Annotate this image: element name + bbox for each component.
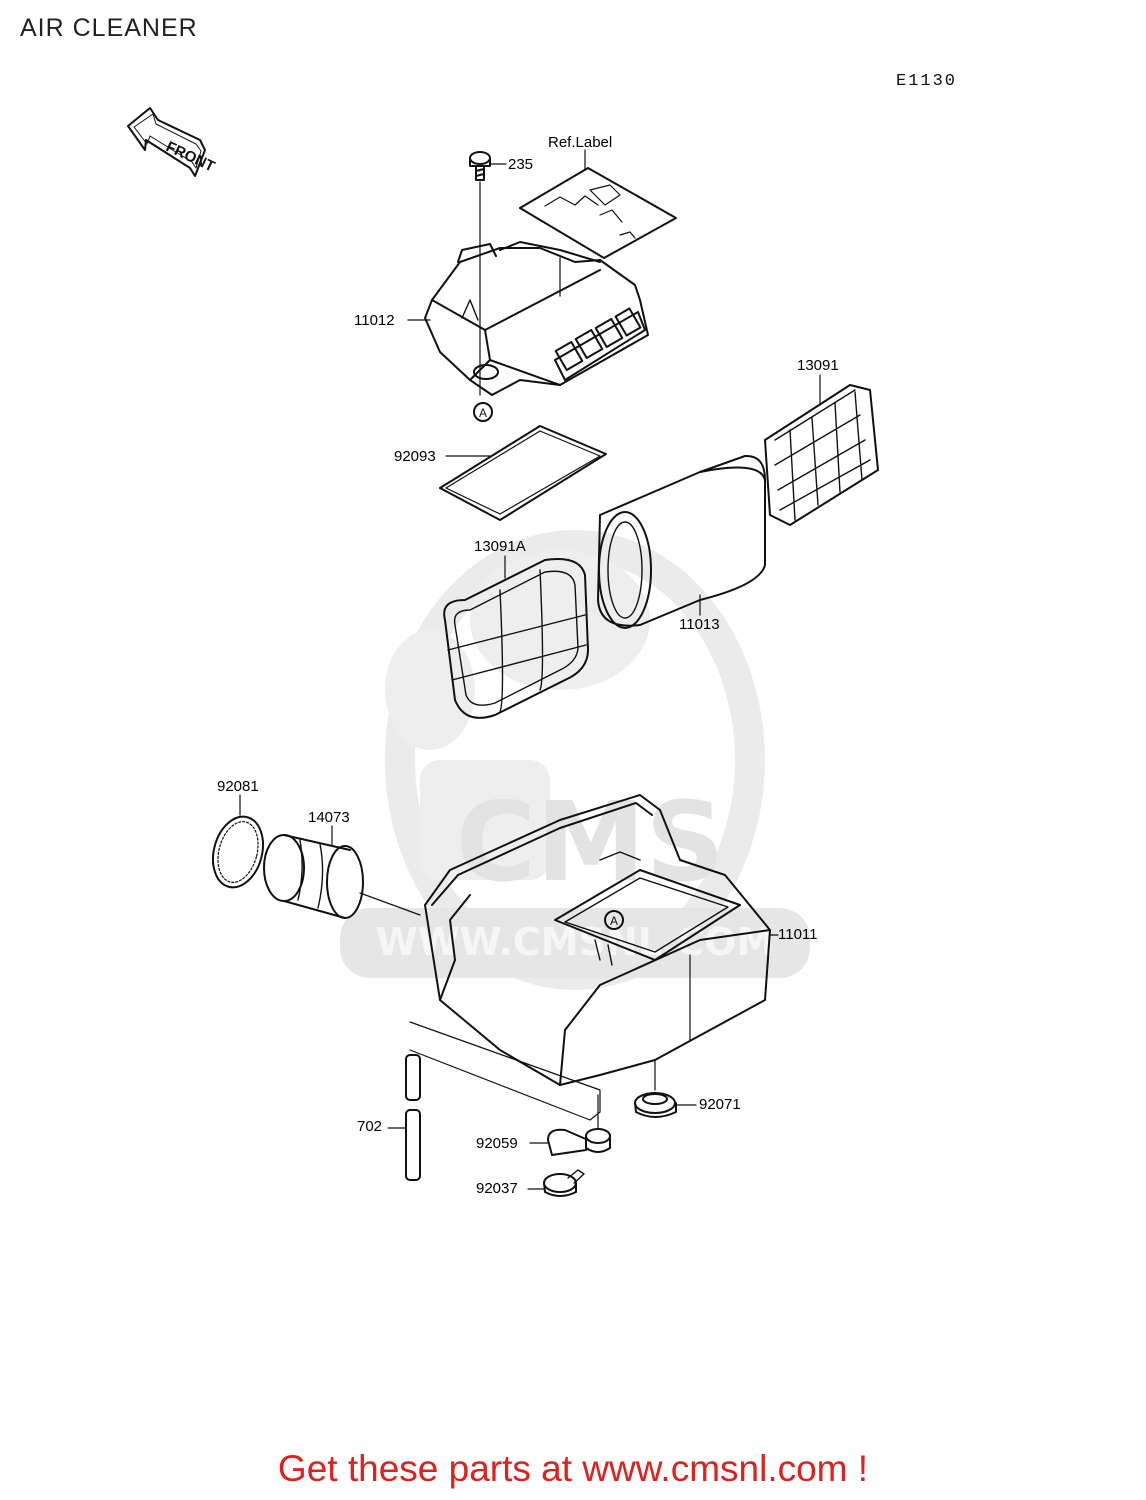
callout-235: 235 [508,156,534,173]
watermark-logo-text: CMS [455,778,724,906]
callout-92037: 92037 [476,1180,518,1197]
watermark-url-text: WWW.CMSNL.COM [376,920,775,964]
callout-13091A: 13091A [474,538,526,555]
part-11013-filter [597,454,766,629]
part-14073-duct [263,825,421,919]
diagram-code: E1130 [896,72,958,91]
front-arrow: FRONT [127,107,217,177]
watermark: CMS WWW.CMSNL.COM [340,530,810,990]
callout-13091: 13091 [797,357,839,374]
part-92071-grommet [634,1059,697,1118]
part-702-tube [387,1054,421,1181]
ref-a-letter-top: A [479,406,487,420]
part-92081-band [212,794,264,889]
callout-92081: 92081 [217,778,259,795]
callout-11013: 11013 [679,616,720,633]
ref-a-marker-top [473,402,493,422]
ref-a-letter-bottom: A [610,914,618,928]
page-title: AIR CLEANER [20,14,198,42]
part-702-leader-box [409,1021,601,1121]
part-11012-cover [407,241,649,396]
part-235-bolt [469,151,507,396]
callout-92059: 92059 [476,1135,518,1152]
callout-92071: 92071 [699,1096,741,1113]
part-92093-gasket [439,425,607,521]
part-13091-frame [764,374,879,526]
callout-702: 702 [357,1118,383,1135]
callout-ref-label: Ref.Label [548,134,613,151]
part-92037-clamp [527,1169,585,1197]
callout-92093: 92093 [394,448,436,465]
promo-link-text[interactable]: Get these parts at www.cmsnl.com ! [277,1448,869,1489]
part-92059-plug [529,1094,611,1156]
callout-11011: 11011 [778,926,818,943]
callout-14073: 14073 [308,809,350,826]
part-13091A-frame [443,555,589,719]
ref-label-sticker [519,149,677,297]
callout-11012: 11012 [354,312,395,329]
